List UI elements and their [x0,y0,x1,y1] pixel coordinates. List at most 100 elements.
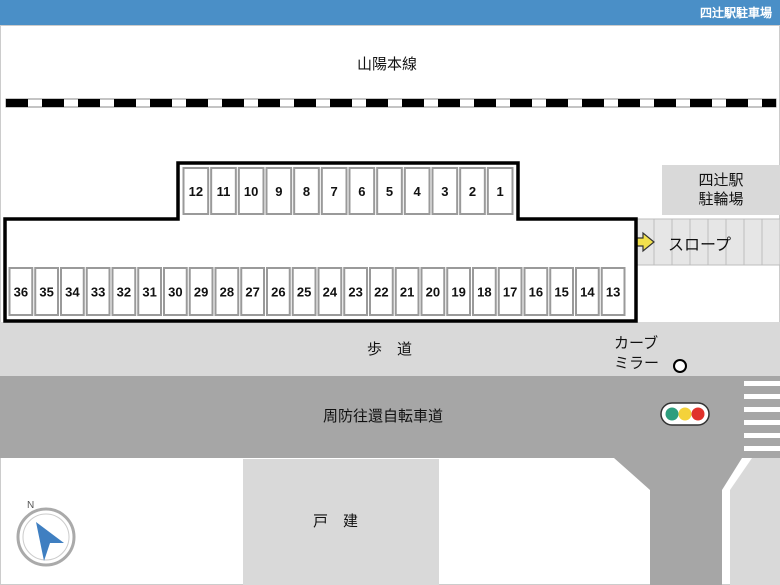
railway-label: 山陽本線 [357,55,418,73]
parking-slot-23: 23 [343,267,368,316]
parking-slot-number: 5 [386,184,393,199]
traffic-light-icon [660,402,710,426]
parking-slot-35: 35 [34,267,59,316]
parking-slot-number: 31 [142,285,156,300]
parking-slot-number: 12 [189,184,203,199]
parking-slot-11: 11 [210,167,237,215]
header-bar: 四辻駅駐車場 [0,0,780,25]
top-parking-row: 12 11 10 9 8 7 6 5 4 3 2 1 [182,167,514,215]
parking-slot-10: 10 [237,167,265,215]
railway-track [5,98,777,108]
house-label: 戸 建 [313,512,359,530]
parking-slot-19: 19 [446,267,471,316]
slope-label: スロープ [668,235,732,254]
station-parking-line2: 駐輪場 [698,190,744,208]
compass-icon: N [16,500,76,567]
crosswalk [744,381,780,451]
parking-slot-number: 18 [477,285,491,300]
curve-mirror-line2: ミラー [614,354,660,372]
parking-slot-number: 6 [358,184,365,199]
parking-slot-number: 35 [39,285,53,300]
parking-slot-number: 7 [331,184,338,199]
parking-slot-31: 31 [137,267,162,316]
parking-slot-20: 20 [420,267,446,316]
parking-slot-number: 9 [275,184,282,199]
parking-slot-25: 25 [291,267,317,316]
parking-slot-16: 16 [523,267,549,316]
parking-slot-26: 26 [266,267,291,316]
station-parking-line1: 四辻駅 [698,171,744,189]
parking-slot-28: 28 [214,267,240,316]
parking-slot-number: 2 [469,184,476,199]
parking-slot-number: 30 [168,285,182,300]
parking-slot-7: 7 [320,167,348,215]
parking-slot-number: 10 [244,184,258,199]
parking-slot-number: 14 [580,285,595,300]
station-parking-label: 四辻駅 駐輪場 [662,165,780,215]
parking-slot-number: 23 [348,285,362,300]
house-lot [243,459,439,585]
parking-slot-number: 13 [606,285,620,300]
parking-slot-number: 24 [323,285,338,300]
parking-slot-3: 3 [431,167,459,215]
parking-slot-21: 21 [394,267,420,316]
station-bicycle-parking [662,165,780,215]
parking-slot-5: 5 [376,167,403,215]
parking-slot-number: 15 [554,285,568,300]
parking-slot-number: 29 [194,285,208,300]
parking-slot-17: 17 [497,267,523,316]
parking-slot-27: 27 [240,267,265,316]
parking-slot-number: 26 [271,285,285,300]
parking-slot-18: 18 [472,267,497,316]
parking-slot-number: 25 [297,285,311,300]
road [0,376,780,585]
parking-slot-number: 4 [414,184,422,199]
road-label: 周防往還自転車道 [323,407,444,425]
parking-slot-number: 21 [400,285,414,300]
page-title: 四辻駅駐車場 [699,6,772,20]
parking-slot-number: 17 [503,285,517,300]
parking-slot-8: 8 [293,167,320,215]
parking-slot-number: 22 [374,285,388,300]
parking-slot-number: 20 [426,285,440,300]
parking-slot-number: 28 [220,285,234,300]
parking-slot-36: 36 [8,267,34,316]
parking-slot-number: 34 [65,285,80,300]
parking-slot-32: 32 [111,267,137,316]
parking-slot-number: 19 [451,285,465,300]
parking-slot-number: 8 [303,184,310,199]
sidewalk [0,322,780,376]
parking-slot-number: 11 [217,184,231,199]
parking-slot-number: 32 [117,285,131,300]
parking-slot-number: 27 [245,285,259,300]
parking-slot-15: 15 [549,267,574,316]
parking-slot-number: 36 [14,285,28,300]
parking-slot-number: 3 [441,184,448,199]
curve-mirror-line1: カーブ [614,334,659,352]
parking-slot-30: 30 [163,267,188,316]
slope [635,218,780,266]
sidewalk-label: 歩 道 [367,340,413,358]
corner-lot [730,458,780,585]
parking-slot-14: 14 [575,267,600,316]
parking-slot-22: 22 [369,267,394,316]
parking-slot-1: 1 [486,167,514,215]
parking-slot-number: 16 [529,285,543,300]
parking-slot-29: 29 [188,267,214,316]
parking-slot-6: 6 [348,167,376,215]
curve-mirror-label: カーブ ミラー [614,333,659,373]
parking-slot-24: 24 [317,267,343,316]
parking-slot-13: 13 [600,267,626,316]
parking-slot-34: 34 [60,267,85,316]
compass-arrow-icon [36,522,64,561]
parking-slot-33: 33 [85,267,111,316]
parking-slot-4: 4 [403,167,431,215]
parking-slot-9: 9 [265,167,293,215]
parking-slot-number: 1 [497,184,504,199]
compass-letter: N [27,500,34,511]
curve-mirror-icon [673,359,687,373]
bottom-parking-row: 36 35 34 33 32 31 30 29 28 27 26 25 24 23 22 21 20 19 18 17… [8,267,626,316]
parking-slot-12: 12 [182,167,210,215]
parking-slot-number: 33 [91,285,105,300]
